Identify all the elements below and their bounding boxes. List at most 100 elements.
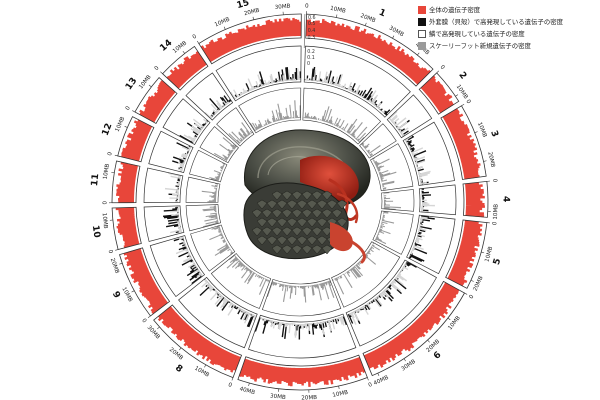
outer-track-frame bbox=[119, 247, 171, 317]
mantle-density-track bbox=[408, 215, 435, 263]
tick-label: 30MB bbox=[275, 4, 291, 11]
tick-label: 40MB bbox=[239, 386, 256, 396]
scale-density-bars bbox=[183, 118, 209, 144]
inner-track-frame bbox=[216, 107, 255, 147]
novel-density-track bbox=[213, 137, 238, 162]
chromosome-label: 11 bbox=[90, 173, 101, 187]
novel-density-track bbox=[202, 204, 219, 228]
chromosome-label: 10 bbox=[90, 225, 102, 239]
tick-mark bbox=[377, 373, 380, 377]
tick-label: 10MB bbox=[120, 286, 133, 303]
middle-track-frame bbox=[148, 130, 194, 174]
inner-track-frame bbox=[199, 126, 239, 164]
total-density-bars bbox=[420, 75, 454, 114]
chromosome-label: 13 bbox=[124, 76, 139, 92]
tick-label: 10MB bbox=[214, 17, 231, 29]
novel-density-bars bbox=[228, 122, 253, 145]
middle-track-frame bbox=[149, 235, 206, 298]
density-scale: 0.60.50.40.30.20.10 bbox=[303, 14, 316, 67]
scale-density-track bbox=[229, 68, 301, 100]
total-density-track bbox=[116, 161, 139, 203]
total-density-bars bbox=[116, 161, 139, 203]
outer-track-frame bbox=[111, 206, 142, 251]
legend-label: スケーリーフット新規遺伝子の密度 bbox=[429, 41, 531, 50]
novel-density-bars bbox=[209, 162, 226, 182]
novel-density-track bbox=[332, 242, 381, 295]
middle-track-frame bbox=[386, 94, 433, 139]
scaly-foot-snail-photo bbox=[222, 128, 378, 276]
scale-label: 0.6 bbox=[308, 15, 316, 21]
tick-label: 0 bbox=[227, 382, 233, 389]
chromosome-ring: 010MB20MB30MB40MB1010MB2010MB20MB3010MB4… bbox=[90, 0, 511, 400]
middle-track-frame bbox=[345, 259, 437, 347]
scale-label: 0.5 bbox=[308, 21, 316, 27]
total-density-track bbox=[157, 306, 241, 373]
scale-density-track bbox=[201, 278, 257, 324]
outer-track-frame bbox=[111, 160, 141, 204]
tick-mark bbox=[392, 35, 395, 39]
scale-density-bars bbox=[259, 315, 345, 338]
tick-mark bbox=[483, 160, 487, 162]
total-density-track bbox=[121, 119, 153, 162]
scale-density-bars bbox=[346, 261, 409, 325]
scale-label: 0 bbox=[307, 61, 310, 67]
legend-label: 外套膜（貝殻）で高発現している遺伝子の密度 bbox=[429, 17, 564, 26]
tick-label: 10MB bbox=[332, 390, 349, 399]
mantle-density-track bbox=[163, 205, 182, 234]
total-density-bars bbox=[139, 79, 176, 123]
tick-label: 10MB bbox=[193, 366, 210, 379]
total-density-track bbox=[305, 18, 431, 85]
tick-mark bbox=[179, 347, 182, 351]
scale-density-bars bbox=[169, 205, 182, 234]
scale-label: 0.4 bbox=[308, 28, 316, 34]
tick-mark bbox=[417, 52, 420, 56]
mantle-density-bars bbox=[233, 67, 302, 100]
novel-density-track bbox=[361, 142, 381, 158]
outer-track-frame bbox=[362, 280, 466, 377]
outer-track-frame bbox=[161, 45, 209, 91]
tick-label: 0 bbox=[154, 65, 161, 72]
tick-mark bbox=[464, 292, 468, 295]
legend-swatch bbox=[418, 17, 426, 26]
tick-mark bbox=[132, 110, 136, 113]
total-density-bars bbox=[121, 119, 153, 162]
tick-mark bbox=[115, 249, 119, 251]
mantle-density-track bbox=[421, 188, 432, 213]
tick-label: 0 bbox=[368, 382, 374, 389]
legend-item: スケーリーフット新規遺伝子の密度 bbox=[418, 40, 600, 51]
middle-track-frame bbox=[406, 214, 456, 275]
mantle-density-bars bbox=[179, 119, 209, 144]
total-density-bars bbox=[447, 220, 483, 287]
scale-density-track bbox=[408, 215, 428, 259]
inner-track-frame bbox=[238, 87, 302, 134]
chromosome-label: 9 bbox=[110, 290, 122, 300]
total-density-bars bbox=[123, 248, 168, 315]
legend: 全体の遺伝子密度外套膜（貝殻）で高発現している遺伝子の密度鱗で高発現している遺伝… bbox=[418, 4, 600, 52]
novel-density-bars bbox=[226, 254, 271, 295]
tick-label: 20MB bbox=[301, 395, 317, 400]
legend-item: 鱗で高発現している遺伝子の密度 bbox=[418, 28, 600, 39]
tick-mark bbox=[157, 326, 160, 330]
total-density-bars bbox=[238, 356, 366, 387]
tick-label: 20MB bbox=[359, 13, 376, 24]
inner-track-frame bbox=[210, 253, 272, 309]
mantle-density-track bbox=[168, 174, 181, 203]
outer-track-frame bbox=[462, 180, 489, 218]
novel-density-track bbox=[383, 192, 402, 210]
scale-density-bars bbox=[204, 100, 232, 119]
scale-label: 0.3 bbox=[308, 35, 316, 41]
total-density-track bbox=[464, 182, 485, 218]
mantle-density-bars bbox=[199, 278, 257, 328]
middle-track-frame bbox=[143, 167, 184, 203]
novel-density-bars bbox=[374, 211, 395, 245]
middle-track-frame bbox=[178, 276, 258, 349]
total-density-track bbox=[363, 282, 460, 370]
chromosome-label: 6 bbox=[432, 350, 443, 362]
scale-label: 0.2 bbox=[307, 49, 315, 55]
tick-mark bbox=[114, 154, 118, 157]
